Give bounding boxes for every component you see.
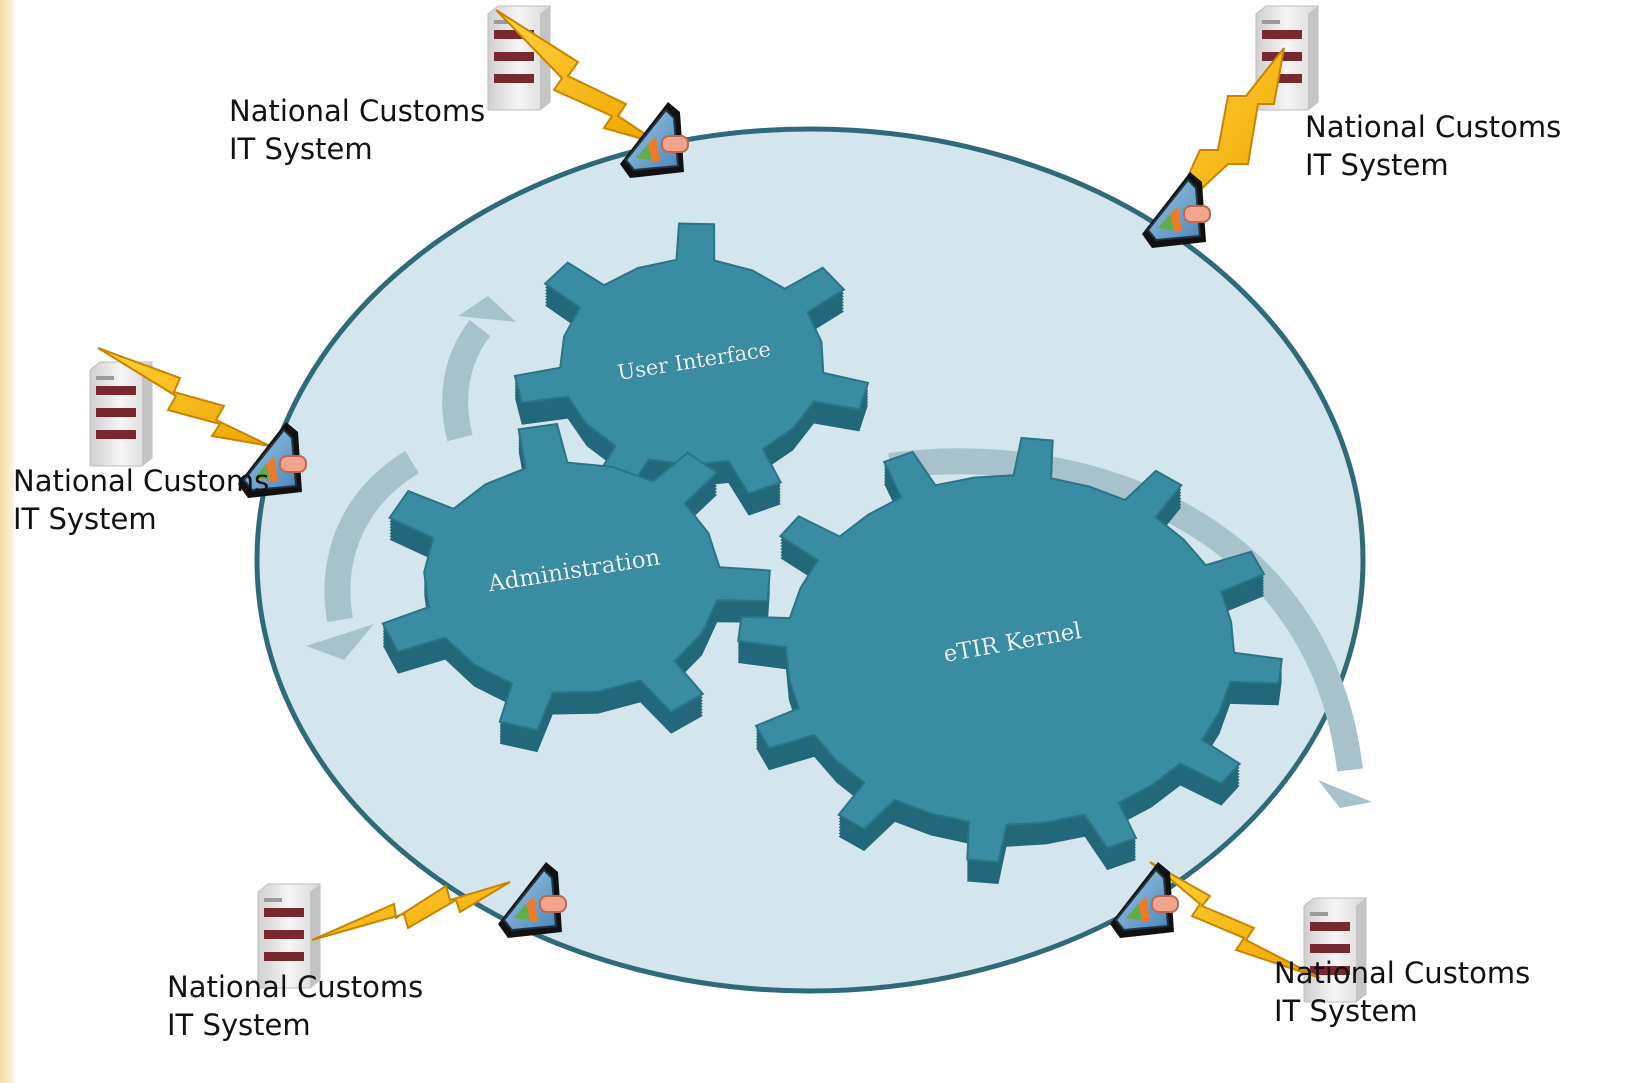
gear-administration xyxy=(381,422,771,753)
node-label-top-line2: IT System xyxy=(229,132,373,166)
node-label-top-right: National Customs IT System xyxy=(1305,108,1561,184)
node-label-bottom-right-line1: National Customs xyxy=(1274,956,1531,990)
flow-arrow-top-icon xyxy=(442,296,516,442)
gear-user-interface xyxy=(513,222,870,516)
node-label-left-line2: IT System xyxy=(13,502,157,536)
node-label-bottom-right: National Customs IT System xyxy=(1274,954,1530,1030)
node-label-left-line1: National Customs xyxy=(13,464,270,498)
flow-arrow-right-icon xyxy=(888,448,1372,808)
node-label-top-line1: National Customs xyxy=(229,94,486,128)
lightning-bolt-icon-bottom-right xyxy=(1149,861,1321,979)
node-label-top-right-line1: National Customs xyxy=(1305,110,1562,144)
connector-icon-top xyxy=(619,101,689,179)
flow-arrow-left-icon xyxy=(306,450,420,660)
server-icon-left xyxy=(89,361,153,467)
gear-administration-face xyxy=(381,422,771,732)
node-label-bottom-left-line2: IT System xyxy=(167,1008,311,1042)
node-label-top-right-line2: IT System xyxy=(1305,148,1449,182)
gear-etir-kernel xyxy=(737,436,1283,884)
gear-user-interface-face xyxy=(513,222,870,495)
node-label-bottom-right-line2: IT System xyxy=(1274,994,1418,1028)
server-icon-top xyxy=(487,5,551,111)
node-label-bottom-left: National Customs IT System xyxy=(167,968,423,1044)
lightning-bolt-icon-bottom-left xyxy=(311,881,511,941)
background-edge-strip xyxy=(0,0,14,1083)
node-label-left: National Customs IT System xyxy=(13,462,269,538)
node-label-top: National Customs IT System xyxy=(229,92,485,168)
connector-icon-top-right xyxy=(1141,171,1211,249)
node-label-bottom-left-line1: National Customs xyxy=(167,970,424,1004)
gear-etir-kernel-face xyxy=(737,436,1283,864)
